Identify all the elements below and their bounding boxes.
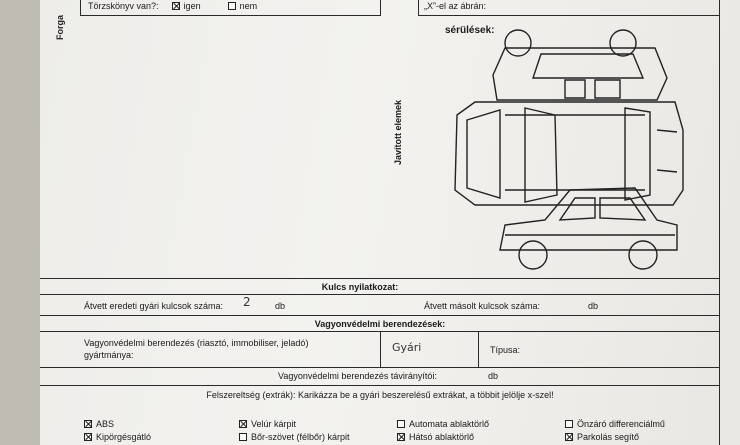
original-keys-label: Átvett eredeti gyári kulcsok száma: xyxy=(84,301,224,311)
extra-checkbox[interactable] xyxy=(397,433,405,441)
divider xyxy=(40,315,720,316)
keys-title: Kulcs nyilatkozat: xyxy=(321,282,399,292)
extra-label: Automata ablaktörlő xyxy=(409,419,490,429)
extra-checkbox[interactable] xyxy=(565,433,573,441)
registration-label: Törzskönyv van?: xyxy=(88,1,159,11)
divider xyxy=(40,385,720,386)
extra-item[interactable]: Parkolás segítő xyxy=(565,432,639,443)
divider xyxy=(380,331,381,367)
security-title: Vagyonvédelmi berendezések: xyxy=(314,319,446,329)
extra-checkbox[interactable] xyxy=(239,420,247,428)
front-right-wheel[interactable] xyxy=(628,240,658,270)
extra-item[interactable]: Automata ablaktörlő xyxy=(397,419,489,430)
extra-item[interactable]: Önzáró differenciálmű xyxy=(565,419,665,430)
divider xyxy=(418,0,419,16)
side-label: Forga xyxy=(55,14,65,40)
extras-title: Felszereltség (extrák): Karikázza be a g… xyxy=(206,390,554,400)
extra-item[interactable]: Bőr-szövet (félbőr) kárpit xyxy=(239,432,350,443)
extra-label: ABS xyxy=(96,419,115,429)
divider xyxy=(40,294,720,295)
registration-yes-checkbox[interactable] xyxy=(171,2,180,10)
rear-right-wheel[interactable] xyxy=(609,29,637,57)
extra-item[interactable]: Hátsó ablaktörlő xyxy=(397,432,474,443)
copy-keys-label: Átvett másolt kulcsok száma: xyxy=(424,301,541,311)
extra-label: Parkolás segítő xyxy=(577,432,640,442)
remote-label: Vagyonvédelmi berendezés távirányítói: xyxy=(278,371,437,381)
extra-label: Önzáró differenciálmű xyxy=(577,419,665,429)
divider xyxy=(40,367,720,368)
car-damage-diagram[interactable] xyxy=(445,20,685,275)
copy-keys-unit: db xyxy=(588,301,599,311)
registration-no-checkbox[interactable] xyxy=(227,2,236,10)
extra-label: Kipörgésgátló xyxy=(96,432,152,442)
repaired-elements-label: Javított elemek xyxy=(393,100,403,166)
rear-left-wheel[interactable] xyxy=(504,29,532,57)
registration-row: Törzskönyv van?: igen nem xyxy=(88,1,257,12)
original-keys-value[interactable]: 2 xyxy=(243,295,251,309)
form-page xyxy=(40,0,740,445)
extra-checkbox[interactable] xyxy=(84,433,92,441)
registration-yes-label: igen xyxy=(183,1,201,11)
device-label-1: Vagyonvédelmi berendezés (riasztó, immob… xyxy=(84,338,309,348)
type-label: Típusa: xyxy=(490,345,521,355)
extra-checkbox[interactable] xyxy=(84,420,92,428)
extra-item[interactable]: Kipörgésgátló xyxy=(84,432,151,443)
divider xyxy=(40,278,720,279)
divider xyxy=(418,15,720,16)
divider xyxy=(719,0,720,445)
divider xyxy=(478,331,479,367)
extra-label: Velúr kárpit xyxy=(251,419,297,429)
extra-item[interactable]: ABS xyxy=(84,419,114,430)
car-rear-view[interactable] xyxy=(492,47,668,101)
damage-instruction: „X”-el az ábrán: xyxy=(424,1,487,11)
extra-item[interactable]: Velúr kárpit xyxy=(239,419,296,430)
extra-label: Bőr-szövet (félbőr) kárpit xyxy=(251,432,350,442)
device-label-2: gyártmánya: xyxy=(84,350,134,360)
divider xyxy=(80,15,381,16)
extra-label: Hátsó ablaktörlő xyxy=(409,432,475,442)
registration-no-label: nem xyxy=(239,1,258,11)
extra-checkbox[interactable] xyxy=(565,420,573,428)
extra-checkbox[interactable] xyxy=(397,420,405,428)
car-side-view[interactable] xyxy=(499,187,678,251)
original-keys-unit: db xyxy=(275,301,286,311)
extra-checkbox[interactable] xyxy=(239,433,247,441)
car-top-view[interactable] xyxy=(454,101,684,206)
divider xyxy=(80,0,81,16)
remote-unit: db xyxy=(488,371,499,381)
divider xyxy=(380,0,381,16)
front-left-wheel[interactable] xyxy=(518,240,548,270)
damage-title: sérülések: xyxy=(445,25,495,36)
device-value[interactable]: Gyári xyxy=(392,341,422,354)
